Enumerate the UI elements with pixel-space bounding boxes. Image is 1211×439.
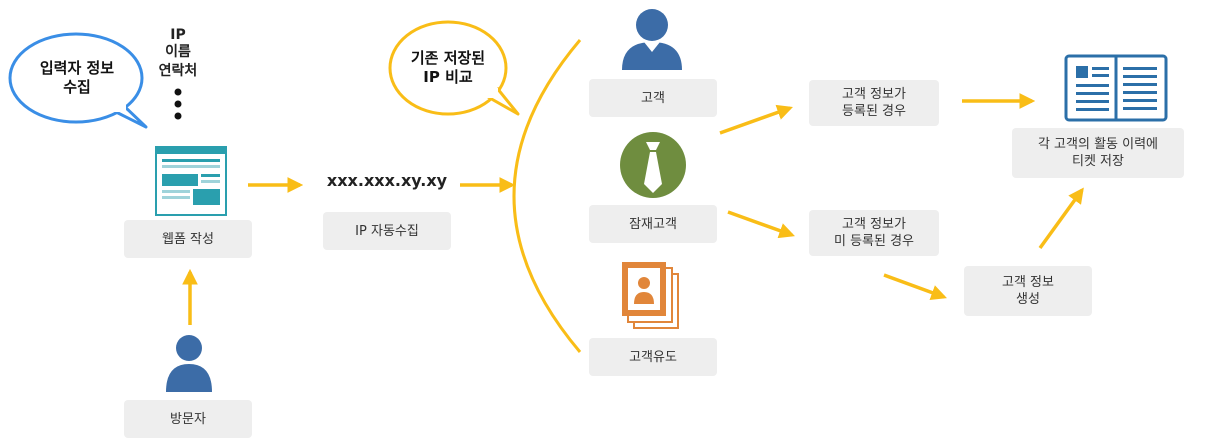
speech-bubble-compare bbox=[388, 20, 520, 116]
box-customer: 고객 bbox=[589, 79, 717, 117]
box-create: 고객 정보 생성 bbox=[964, 266, 1092, 316]
field-contact: 연락처 bbox=[158, 63, 198, 79]
lead-portrait-icon bbox=[622, 262, 679, 329]
box-webform: 웹폼 작성 bbox=[124, 220, 252, 258]
compare-bracket-curve bbox=[512, 39, 582, 353]
arrow-to-registered bbox=[719, 104, 793, 135]
speech-bubble-collect bbox=[8, 32, 148, 129]
bubble-compare-text: 기존 저장된 IP 비교 bbox=[410, 49, 486, 86]
ticket-document-icon bbox=[1064, 54, 1168, 122]
box-lead: 고객유도 bbox=[589, 338, 717, 376]
arrow-create-to-ticket bbox=[1038, 187, 1084, 250]
tie-icon bbox=[620, 132, 686, 198]
visitor-person-icon bbox=[166, 335, 212, 392]
ip-value: xxx.xxx.xy.xy bbox=[326, 171, 448, 190]
box-ticket: 각 고객의 활동 이력에 티켓 저장 bbox=[1012, 128, 1184, 178]
field-name: 이름 bbox=[165, 44, 191, 60]
box-unregistered: 고객 정보가 미 등록된 경우 bbox=[809, 210, 939, 256]
arrow-unregistered-to-create bbox=[883, 273, 947, 301]
bubble-collect-text: 입력자 정보 수집 bbox=[39, 59, 115, 96]
flow-arrows bbox=[182, 93, 1084, 325]
box-ip-auto: IP 자동수집 bbox=[323, 212, 451, 250]
box-registered: 고객 정보가 등록된 경우 bbox=[809, 80, 939, 126]
box-visitor: 방문자 bbox=[124, 400, 252, 438]
field-ip: IP bbox=[170, 27, 186, 43]
arrow-to-unregistered bbox=[727, 210, 795, 239]
customer-person-icon bbox=[622, 9, 682, 70]
box-potential: 잠재고객 bbox=[589, 205, 717, 243]
webform-icon bbox=[155, 146, 227, 216]
ellipsis-dots bbox=[174, 88, 182, 120]
